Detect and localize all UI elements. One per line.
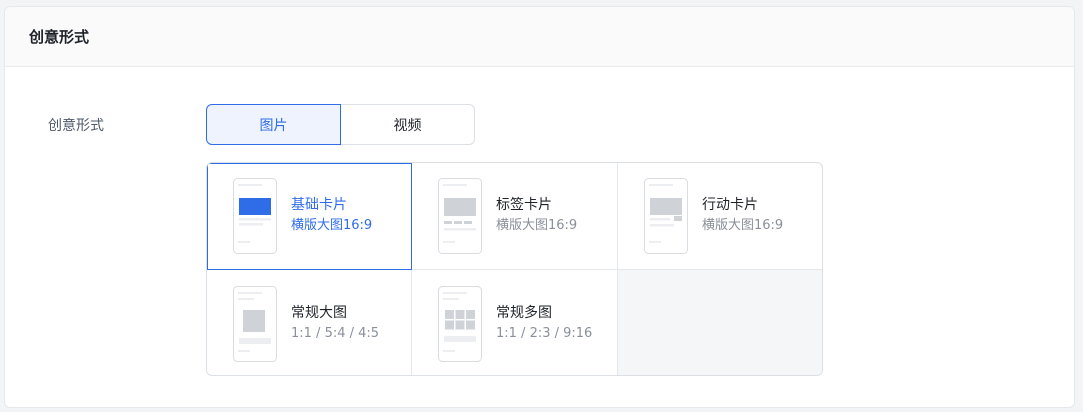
panel-title: 创意形式 (29, 28, 90, 46)
card-multi-image-title: 常规多图 (496, 304, 552, 321)
tab-video[interactable]: 视频 (341, 104, 475, 145)
card-tag[interactable]: 标签卡片 横版大图16:9 (412, 163, 618, 270)
tab-image-label: 图片 (259, 117, 288, 134)
empty-grid-cell (618, 270, 822, 375)
basic-card-thumbnail-icon (233, 178, 277, 254)
media-type-segmented-control: 图片 视频 (206, 104, 475, 145)
card-basic-title: 基础卡片 (291, 197, 347, 213)
action-card-thumbnail-icon (644, 178, 688, 254)
card-multi-image-subtitle: 1:1 / 2:3 / 9:16 (496, 325, 593, 341)
tag-card-thumbnail-icon (438, 178, 482, 254)
card-action[interactable]: 行动卡片 横版大图16:9 (618, 163, 822, 270)
panel-header: 创意形式 (5, 7, 1074, 67)
card-action-title: 行动卡片 (702, 197, 758, 213)
card-action-subtitle: 横版大图16:9 (702, 218, 784, 233)
card-large-image-subtitle: 1:1 / 5:4 / 4:5 (291, 325, 380, 341)
multi-image-thumbnail-icon (438, 285, 482, 362)
tab-video-label: 视频 (393, 117, 422, 134)
card-tag-subtitle: 横版大图16:9 (496, 218, 578, 233)
creative-format-panel: 创意形式 创意形式 图片 视频 基础卡片 横版大图16:9 (4, 6, 1075, 408)
creative-style-grid: 基础卡片 横版大图16:9 标签卡片 横版大图16:9 (206, 162, 823, 376)
card-large-image-title: 常规大图 (291, 304, 347, 321)
tab-image[interactable]: 图片 (206, 104, 341, 145)
card-tag-title: 标签卡片 (496, 197, 552, 213)
card-basic-subtitle: 横版大图16:9 (291, 218, 373, 233)
creative-format-label: 创意形式 (48, 118, 104, 134)
card-multi-image[interactable]: 常规多图 1:1 / 2:3 / 9:16 (412, 270, 618, 375)
card-large-image[interactable]: 常规大图 1:1 / 5:4 / 4:5 (207, 270, 412, 375)
card-basic[interactable]: 基础卡片 横版大图16:9 (207, 163, 412, 270)
large-image-thumbnail-icon (233, 285, 277, 362)
